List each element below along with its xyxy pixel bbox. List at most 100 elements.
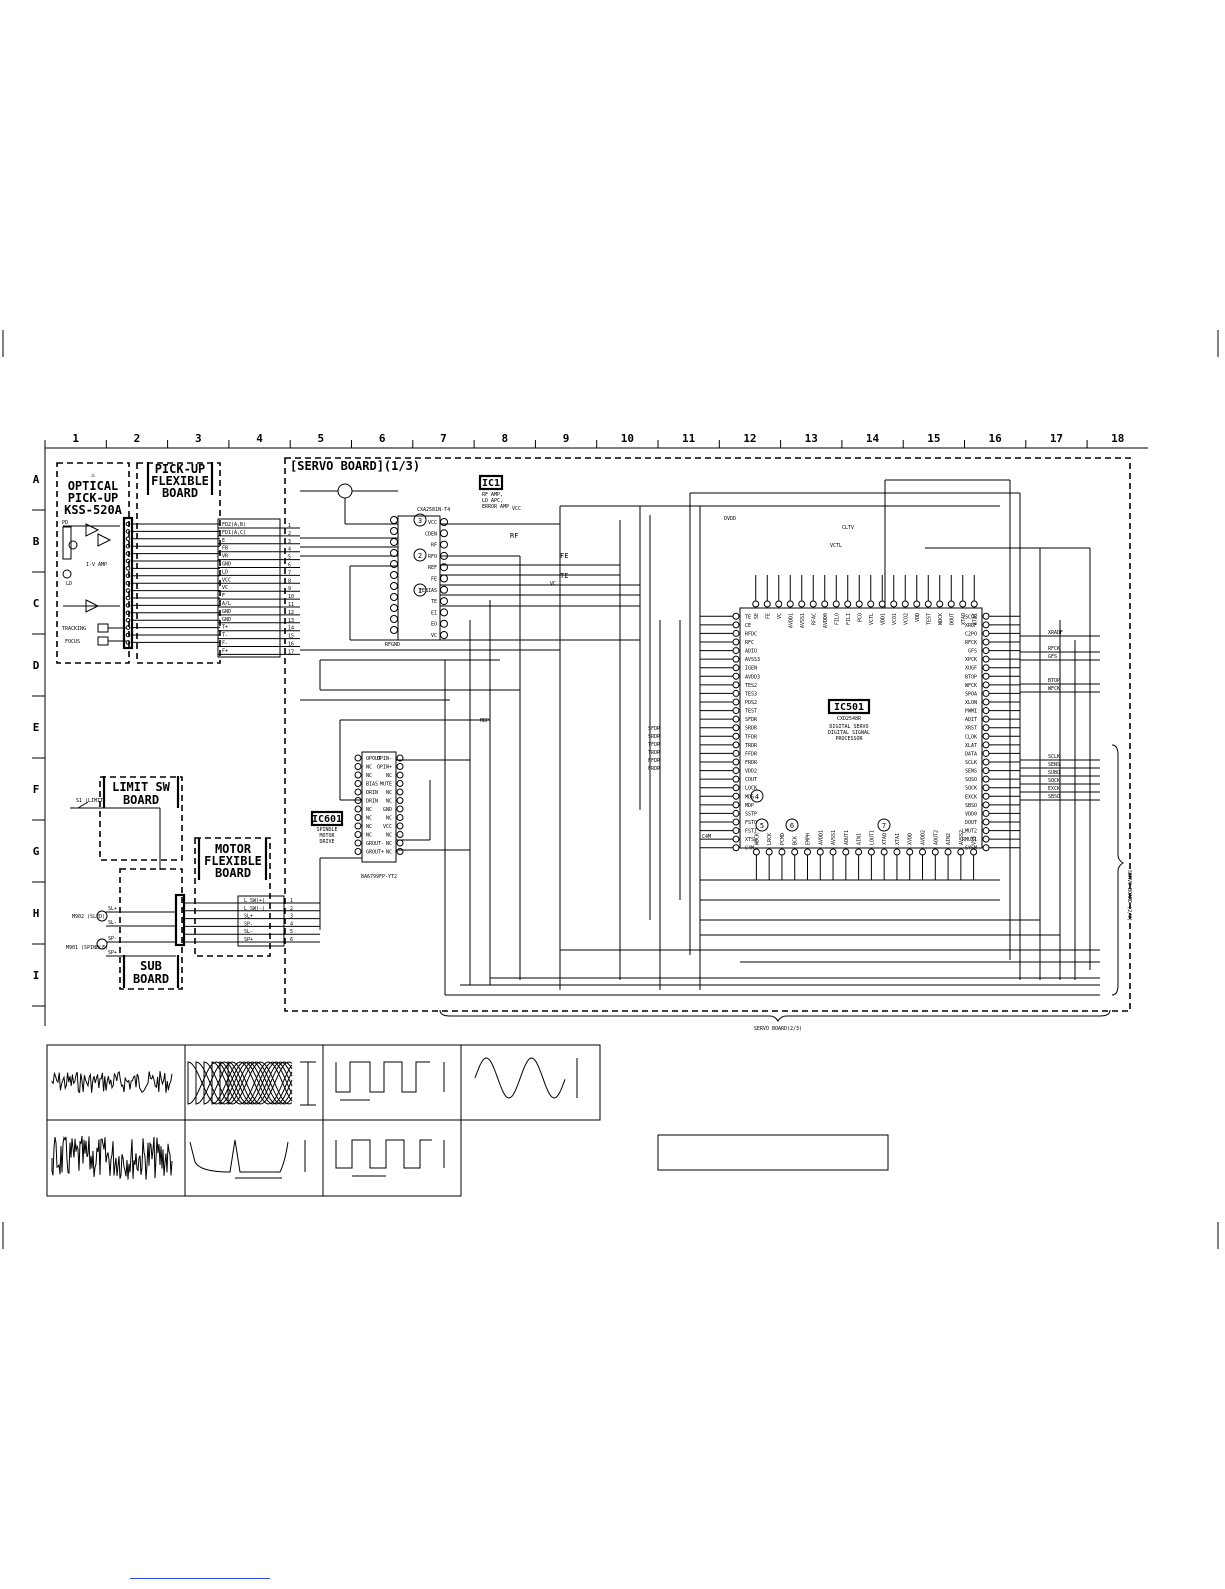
motor-side-label-4: SP+	[108, 950, 117, 956]
ic601-left-pin-11: GROUT-	[366, 841, 384, 847]
ic501-top-pin-avdd1: AVDD1	[788, 613, 794, 628]
ic501-left-pin-sfdr: SFDR	[745, 717, 758, 723]
cn1-pin-number-1: 1	[288, 523, 291, 529]
ic501-right-pin-spoa: SPOA	[965, 691, 977, 697]
signal-srdr: SRDR	[648, 734, 661, 740]
ic501-bottom-pin-aout2: AOUT2	[933, 830, 939, 845]
signal-sens: SENS	[1048, 762, 1060, 768]
ic501-left-pin-tfdr: TFDR	[745, 734, 758, 740]
ic501-right-pin-lmut2: LMUT2	[962, 829, 977, 835]
ic501-left-pin-xtsl: XTSL	[745, 837, 757, 843]
ic501-top-pin-vdd: VDD	[915, 613, 921, 622]
motor-cn-pin-number-1: 1	[290, 898, 293, 904]
focus-label: FOCUS	[65, 639, 80, 645]
ic501-top-pin-se: SE	[754, 613, 760, 619]
ic501-right-pin-wfck: WFCK	[965, 683, 977, 689]
cn1-pin-5: VR	[222, 554, 229, 560]
grid-column-5: 5	[318, 432, 325, 445]
cn1-pin-15: T-	[222, 633, 228, 639]
grid-column-18: 18	[1111, 432, 1124, 445]
ic501-right-pin-sqso: SQSO	[965, 777, 977, 783]
ic501-top-pin-wdck: WDCK	[938, 613, 944, 625]
ic1-pin-ref: REF	[428, 565, 437, 571]
cn1-pin-number-8: 8	[288, 578, 291, 584]
pd-label: PD	[62, 520, 68, 526]
motor-side-label-2: SL-	[108, 920, 117, 926]
marker-1: 1	[418, 587, 422, 595]
ic501-top-pin-vco1: VCO1	[892, 613, 898, 625]
grid-column-4: 4	[256, 432, 263, 445]
ic501-right-pin-sqck: SQCK	[965, 786, 977, 792]
grid-column-3: 3	[195, 432, 202, 445]
servo-footer: SERVO BOARD(2/3) SERVO BOARD (2/3)	[439, 744, 1132, 1032]
motor-cn-pin-5: SL-	[244, 929, 253, 935]
ic501-left-pin-tes2: TES2	[745, 683, 757, 689]
ic501-bottom-pin-wdck: WDCK	[754, 833, 760, 845]
ic501-right-pin-adit: ADIT	[965, 717, 977, 723]
ic501-right-pin-exck: EXCK	[965, 794, 977, 800]
motor-cn-pin-2: L_SW(-)	[244, 906, 265, 912]
ic501-right-pin-sclk: SCLK	[965, 760, 977, 766]
marker-2: 2	[418, 552, 422, 560]
cn1-pin-number-10: 10	[288, 594, 294, 600]
ic501-left-pin-vdd2: VDD2	[745, 769, 757, 775]
ic501-right-pin-dout: DOUT	[965, 820, 977, 826]
ic501-bottom-pin-emph: EMPH	[806, 833, 812, 845]
ic601-right-pin-10: NC	[386, 833, 392, 839]
ic501-left-pin-avdd3: AVDD3	[745, 674, 760, 680]
motor-flex-title-2: FLEXIBLE	[204, 854, 262, 868]
cn1-pin-14: T+	[222, 625, 228, 631]
ic501-left-pin-mds: MDS	[745, 794, 754, 800]
grid-column-17: 17	[1050, 432, 1063, 445]
ic601-right-pin-11: NC	[386, 841, 392, 847]
grid-frame	[32, 440, 1148, 1026]
grid-row-I: I	[33, 969, 40, 982]
cn1-pin-2: FD1(A,C)	[222, 530, 246, 536]
ic1-wiring: RF FE TE VCC VC RFGND 3 2 1	[300, 483, 1000, 995]
grid-column-12: 12	[743, 432, 756, 445]
ic601-left-pin-7: NC	[366, 807, 372, 813]
ic501-bottom-pin-xtao: XTAO	[882, 833, 888, 845]
ic1-pin-ei: EI	[431, 610, 437, 616]
grid-row-E: E	[33, 721, 40, 734]
motor-flex-block: MOTOR FLEXIBLE BOARD L_SW(+)1L_SW(-)2SL+…	[184, 837, 320, 957]
grid-row-G: G	[33, 845, 40, 858]
ic501-bottom-pin-aout1: AOUT1	[844, 830, 850, 845]
sub-board-block: SUB BOARD M902 (SLED) M901 (SPINDLE) SL+…	[66, 868, 186, 990]
ic501-right-pin-xlon: XLON	[965, 700, 977, 706]
ic501-top-pin-vco2: VCO2	[903, 613, 909, 625]
signal-rfgnd: RFGND	[385, 642, 400, 648]
cn1-pin-8: VCC	[222, 577, 231, 583]
ic501-part: CXD2548R	[837, 716, 862, 722]
cn1-pin-number-5: 5	[288, 555, 291, 561]
ic501-top-pin-vdd1: VDD1	[880, 613, 886, 625]
motor-cn-pin-number-2: 2	[290, 906, 293, 912]
ic601-right-pin-6: NC	[386, 799, 392, 805]
ic501-right-pin-pwmi: PWMI	[965, 709, 977, 715]
ic501-right-pin-sbso: SBSO	[965, 803, 977, 809]
ic601-right-pin-3: NC	[386, 773, 392, 779]
grid-row-B: B	[33, 535, 40, 548]
ic601-right-pin-2: OPIN+	[377, 765, 392, 771]
ic501-left-pin-srdr: SRDR	[745, 726, 758, 732]
motor-cn-pin-1: L_SW(+)	[244, 898, 265, 904]
ic501-left-pin-frdr: FRDR	[745, 760, 758, 766]
ic501-right-pin-clok: CLOK	[965, 734, 977, 740]
ic501-top-pin-xtao: XTAO	[961, 613, 967, 625]
ic501-bottom-pin-avdd1: AVDD1	[818, 830, 824, 845]
ic501-bottom-pin-ain2: AIN2	[946, 833, 952, 845]
ic501-block: IC501 CXD2548R DIGITAL SERVO DIGITAL SIG…	[700, 575, 1020, 880]
optical-pickup-title-1: OPTICAL	[68, 479, 119, 493]
signal-sfdr: SFDR	[648, 726, 661, 732]
motor-cn-pin-number-3: 3	[290, 914, 293, 920]
marker-5: 5	[760, 822, 764, 830]
pickup-flex-title-2: FLEXIBLE	[151, 474, 209, 488]
ic501-left-pin-fsto: FSTO	[745, 820, 757, 826]
cn1-pin-1: FD2(A,B)	[222, 522, 246, 528]
servo-board-frame: [SERVO BOARD](1/3)	[284, 457, 1131, 1012]
ic501-right-pin-xpck: XPCK	[965, 657, 977, 663]
side-servo-board-2-3: SERVO BOARD (2/3)	[1126, 870, 1132, 921]
grid-column-6: 6	[379, 432, 386, 445]
